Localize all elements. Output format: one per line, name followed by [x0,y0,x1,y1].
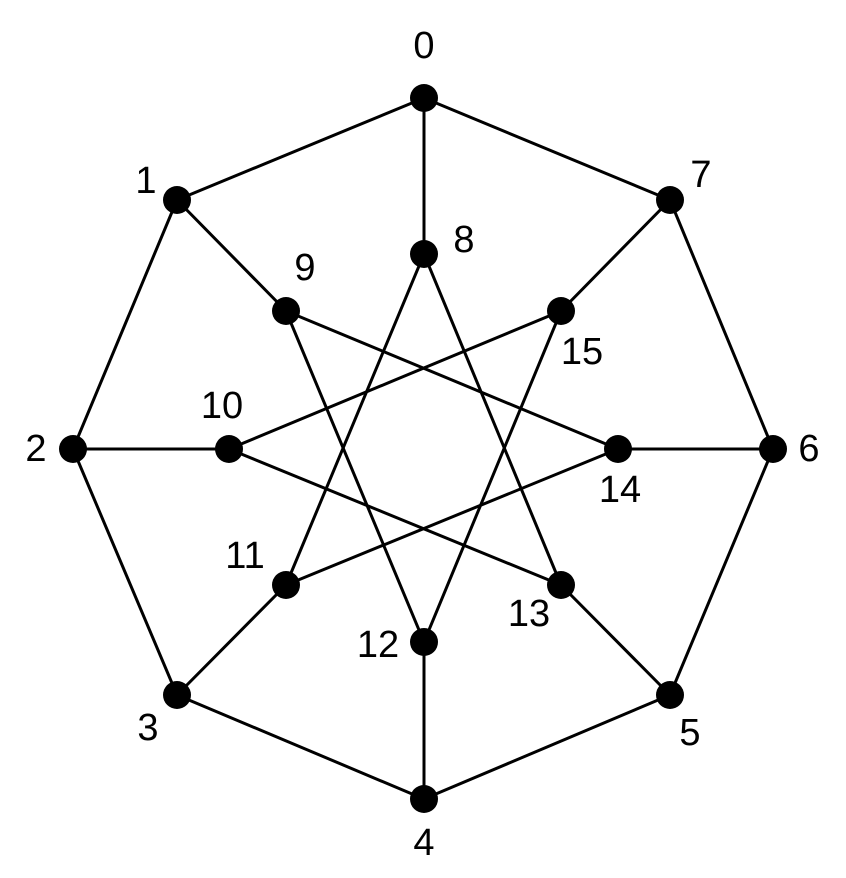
node-6 [759,435,787,463]
node-label-14: 14 [599,469,641,511]
edge-9-14 [284,309,620,451]
edge-8-13 [422,252,563,587]
edges-layer [71,96,775,801]
edge-9-12 [284,309,426,644]
node-label-1: 1 [135,160,156,202]
edge-11-14 [284,447,620,587]
node-14 [604,435,632,463]
nodes-layer [59,84,787,813]
edge-10-13 [227,447,563,587]
node-label-10: 10 [201,385,243,427]
node-1 [163,186,191,214]
node-10 [215,435,243,463]
edge-8-11 [284,252,426,587]
edge-4-5 [422,693,672,801]
edge-3-11 [175,583,288,697]
node-label-0: 0 [413,25,434,67]
node-5 [656,681,684,709]
node-label-7: 7 [690,154,711,196]
node-label-15: 15 [561,331,603,373]
node-label-6: 6 [798,428,819,470]
edge-12-15 [422,309,563,644]
node-15 [547,297,575,325]
node-2 [59,435,87,463]
node-label-9: 9 [294,247,315,289]
node-12 [410,628,438,656]
edge-5-6 [668,447,775,697]
node-label-3: 3 [137,707,158,749]
edge-3-4 [175,693,426,801]
edge-6-7 [668,198,775,451]
edge-7-0 [422,96,672,202]
node-label-11: 11 [225,535,264,577]
edge-2-3 [71,447,179,697]
node-7 [656,186,684,214]
edge-10-15 [227,309,563,451]
node-label-8: 8 [453,219,474,261]
edge-5-13 [559,583,672,697]
node-0 [410,84,438,112]
node-9 [272,297,300,325]
node-label-13: 13 [508,593,550,635]
node-label-4: 4 [413,822,434,864]
node-13 [547,571,575,599]
node-label-12: 12 [357,624,399,666]
node-3 [163,681,191,709]
edge-1-2 [71,198,179,451]
edge-1-9 [175,198,288,313]
node-8 [410,240,438,268]
edge-7-15 [559,198,672,313]
node-label-5: 5 [679,712,700,754]
node-4 [410,785,438,813]
edge-0-1 [175,96,426,202]
node-label-2: 2 [25,428,46,470]
node-11 [272,571,300,599]
